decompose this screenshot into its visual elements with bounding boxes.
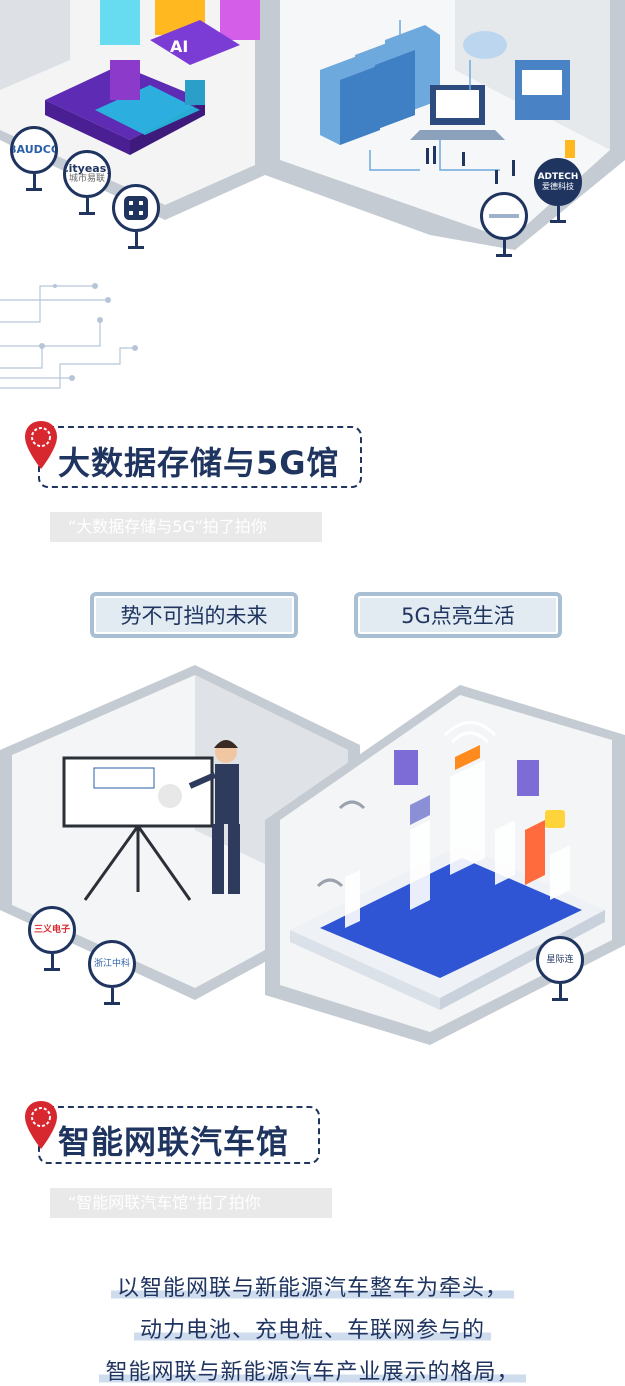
logo-subtext: 爱德科技 <box>542 182 574 191</box>
location-pin-icon <box>25 421 57 469</box>
bigdata-caption-text: “大数据存储与5G”拍了拍你 <box>68 517 267 536</box>
tag-future: 势不可挡的未来 <box>90 592 298 638</box>
smart-city-scene-art <box>0 665 625 1045</box>
location-pin-icon <box>25 1101 57 1149</box>
emblem-icon <box>124 196 148 220</box>
logo-subtext: 城市易联 <box>68 174 105 184</box>
ai-sign: AI <box>170 37 188 56</box>
exhibitor-logo-xingchen: 星际连 <box>536 936 584 1001</box>
logo-text: Cityeasy <box>63 162 111 175</box>
bigdata-title: 大数据存储与5G馆 <box>58 444 340 482</box>
middle-illustration <box>0 660 625 1050</box>
logo-text: 浙江中科 <box>93 959 130 969</box>
exhibitor-logo-cityeasy: Cityeasy 城市易联 <box>63 150 111 215</box>
circuit-decoration <box>0 283 138 389</box>
ev-caption: “智能网联汽车馆”拍了拍你 <box>50 1188 332 1218</box>
bigdata-section-heading: 大数据存储与5G馆 <box>24 420 364 492</box>
logo-text: ADTECH <box>537 172 579 182</box>
ev-caption-text: “智能网联汽车馆”拍了拍你 <box>68 1193 261 1212</box>
exhibitor-logo-zhongke: 浙江中科 <box>88 940 136 1005</box>
ev-paragraph-line-1: 以智能网联与新能源汽车整车为牵头， <box>0 1270 625 1302</box>
tag-5g-life-label: 5G点亮生活 <box>401 604 515 628</box>
logo-text: BAUDCG <box>10 143 58 156</box>
exhibitor-logo-sanxiong: 三义电子 <box>28 906 76 971</box>
logo-text: 三义电子 <box>33 925 70 935</box>
tag-5g-life: 5G点亮生活 <box>354 592 562 638</box>
ev-section-heading: 智能网联汽车馆 <box>24 1100 324 1172</box>
top-illustration: AI <box>0 0 625 260</box>
exhibitor-logo-emblem <box>112 184 160 249</box>
heading-frame: 大数据存储与5G馆 <box>38 426 362 488</box>
datacenter-scene-art: AI <box>0 0 625 250</box>
ev-paragraph-line-3: 智能网联与新能源汽车产业展示的格局， <box>0 1354 625 1386</box>
ev-paragraph-line-2: 动力电池、充电桩、车联网参与的 <box>0 1312 625 1344</box>
bigdata-caption: “大数据存储与5G”拍了拍你 <box>50 512 322 542</box>
exhibitor-logo-baudcg: BAUDCG <box>10 126 58 191</box>
heading-frame: 智能网联汽车馆 <box>38 1106 320 1164</box>
logo-text: 星际连 <box>546 955 574 965</box>
exhibitor-logo-adtech: ADTECH 爱德科技 <box>534 158 582 223</box>
tag-future-label: 势不可挡的未来 <box>120 604 268 628</box>
ev-title: 智能网联汽车馆 <box>58 1123 290 1161</box>
exhibitor-logo-small <box>480 192 528 257</box>
